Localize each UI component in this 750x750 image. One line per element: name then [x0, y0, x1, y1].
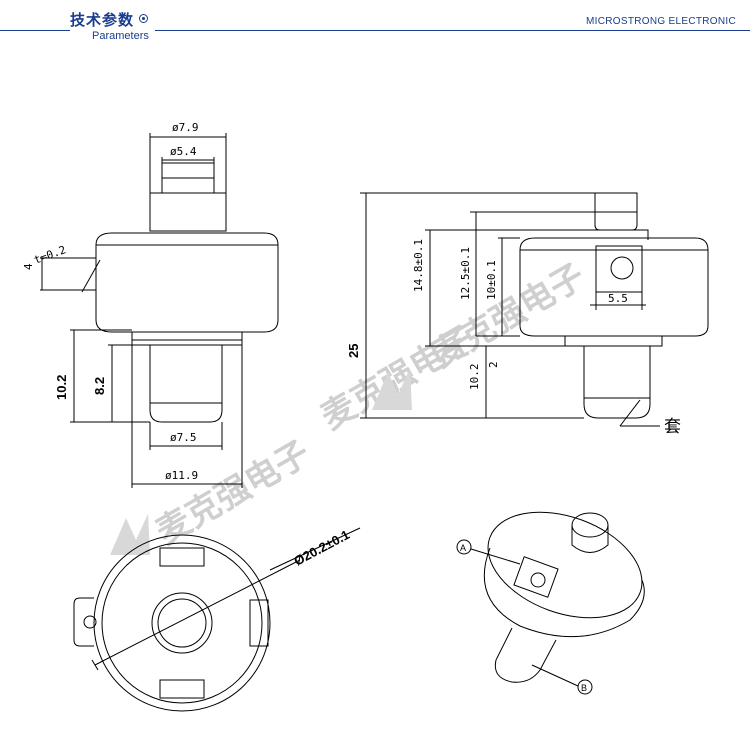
target-icon: [139, 14, 148, 23]
dim-top-outer: ø7.9: [172, 121, 199, 134]
dim-14-8: 14.8±0.1: [412, 239, 425, 292]
callout-b: B: [581, 683, 587, 693]
dim-left-small: 4: [22, 263, 35, 270]
brand-name: MICROSTRONG ELECTRONIC: [586, 16, 736, 27]
watermark: 麦克强电子 麦克强电子 麦克强电子: [110, 256, 592, 555]
dim-diameter: Ø20.2±0.1: [291, 527, 352, 569]
dim-bottom-inner: ø7.5: [170, 431, 197, 444]
iso-view: [456, 511, 645, 695]
dim-bottom-outer: ø11.9: [165, 469, 198, 482]
watermark-logo-1: [372, 368, 412, 410]
callout-a: A: [460, 543, 466, 553]
label-sleeve: 套: [664, 417, 681, 437]
dim-5-5: 5.5: [608, 292, 628, 305]
watermark-text-3: 麦克强电子: [425, 256, 592, 376]
dim-top-inner: ø5.4: [170, 145, 197, 158]
header-divider-right: [155, 30, 750, 31]
dim-2: 2: [487, 361, 500, 368]
dim-lower-left: 10.2: [54, 375, 69, 400]
watermark-logo-2: [110, 514, 150, 555]
dim-12-5: 12.5±0.1: [459, 247, 472, 300]
dim-lower-inner: 8.2: [92, 377, 107, 395]
dim-total: 25: [346, 344, 361, 358]
bottom-view: [73, 527, 361, 712]
header: 技术参数 Parameters MICROSTRONG ELECTRONIC: [0, 0, 750, 48]
front-view: [40, 133, 279, 488]
page-title-cn: 技术参数: [70, 11, 135, 29]
page-title-en: Parameters: [92, 30, 149, 42]
dim-10: 10±0.1: [485, 260, 498, 300]
header-divider-left: [0, 30, 70, 31]
dim-thickness: t=0.2: [32, 243, 68, 267]
side-view: [360, 192, 709, 427]
dim-10-2: 10.2: [468, 364, 481, 391]
